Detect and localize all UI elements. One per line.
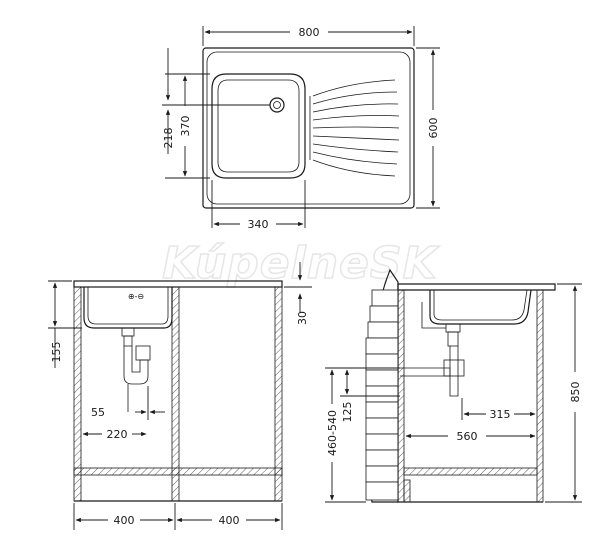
dim-560: 560 bbox=[457, 430, 478, 443]
sink-top-side bbox=[397, 283, 556, 291]
siphon-side bbox=[400, 302, 465, 397]
cabinet-plinth bbox=[73, 467, 283, 476]
dim-400-right: 400 bbox=[219, 514, 240, 527]
dim-460-540: 460-540 bbox=[326, 410, 339, 456]
dim-125: 125 bbox=[341, 402, 354, 423]
side-cabinet-front bbox=[536, 289, 544, 503]
dim-155: 155 bbox=[50, 342, 63, 363]
dim-400-left: 400 bbox=[114, 514, 135, 527]
dim-218: 218 bbox=[162, 128, 175, 149]
side-view: 850 460-540 125 315 560 bbox=[325, 268, 582, 503]
front-view: ⊕-⊖ 155 30 55 220 bbox=[48, 262, 312, 530]
sink-outline-top bbox=[202, 47, 415, 209]
dim-850: 850 bbox=[569, 382, 582, 403]
dim-220: 220 bbox=[107, 428, 128, 441]
dim-370: 370 bbox=[179, 116, 192, 137]
sink-inner-rim-top bbox=[206, 51, 411, 205]
dim-315: 315 bbox=[490, 408, 511, 421]
dim-600: 600 bbox=[427, 118, 440, 139]
bowl-outline bbox=[211, 73, 306, 179]
dim-340: 340 bbox=[248, 218, 269, 231]
dim-800: 800 bbox=[299, 26, 320, 39]
bowl-inner bbox=[217, 79, 300, 173]
drainer-grooves bbox=[309, 79, 400, 177]
svg-text:⊕-⊖: ⊕-⊖ bbox=[128, 292, 144, 301]
side-cabinet-plinth bbox=[403, 467, 538, 476]
top-view: 800 600 370 218 340 bbox=[162, 26, 440, 231]
dim-30: 30 bbox=[296, 311, 309, 325]
drain-hole-top bbox=[269, 97, 285, 113]
bowl-side bbox=[429, 289, 532, 325]
dim-55: 55 bbox=[91, 406, 105, 419]
siphon-front bbox=[121, 327, 151, 412]
brick-wall bbox=[365, 268, 399, 503]
